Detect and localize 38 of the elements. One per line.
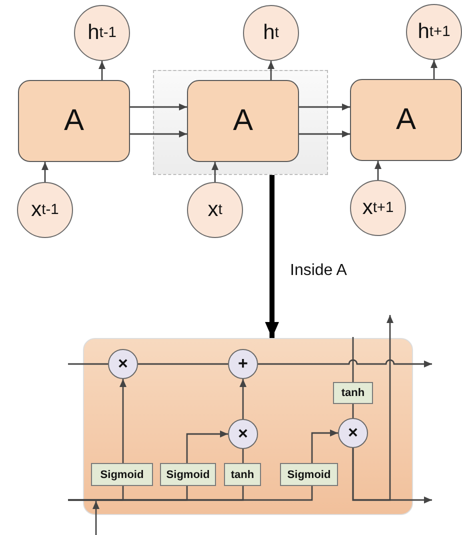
arrow <box>430 60 438 79</box>
arrow <box>374 161 382 180</box>
arrow <box>299 130 350 138</box>
cell-box: A <box>187 80 299 162</box>
gate-box: Sigmoid <box>160 463 216 486</box>
arrow <box>311 430 338 463</box>
connector-line <box>68 486 313 501</box>
gate-box: Sigmoid <box>280 463 338 486</box>
cell-panel <box>83 338 413 515</box>
connector-line <box>138 363 228 365</box>
connector-line <box>352 337 354 382</box>
gate-box: tanh <box>224 463 261 486</box>
arrow <box>120 379 126 463</box>
connector-line <box>242 449 244 463</box>
arrow <box>258 359 432 368</box>
arrow <box>98 61 106 80</box>
operation-circle: × <box>108 349 138 379</box>
arrow <box>268 61 274 80</box>
edge-label: Inside A <box>290 262 347 280</box>
arrow <box>352 315 394 501</box>
gate-box: Sigmoid <box>91 463 153 486</box>
arrow <box>299 104 350 110</box>
arrow <box>186 430 228 463</box>
operation-circle: + <box>228 349 258 379</box>
dashed-frame <box>153 70 328 175</box>
gate-box: tanh <box>333 382 373 404</box>
cell-box: A <box>18 80 130 162</box>
arrow <box>42 162 48 182</box>
arrow <box>240 379 246 419</box>
arrow <box>212 162 218 182</box>
operation-circle: × <box>338 418 368 448</box>
cell-box: A <box>350 79 462 161</box>
arrow <box>130 130 187 138</box>
thick-arrow <box>265 175 279 338</box>
connector-line <box>352 404 354 418</box>
connector-line <box>68 363 108 365</box>
operation-circle: × <box>228 419 258 449</box>
arrow <box>130 104 187 110</box>
